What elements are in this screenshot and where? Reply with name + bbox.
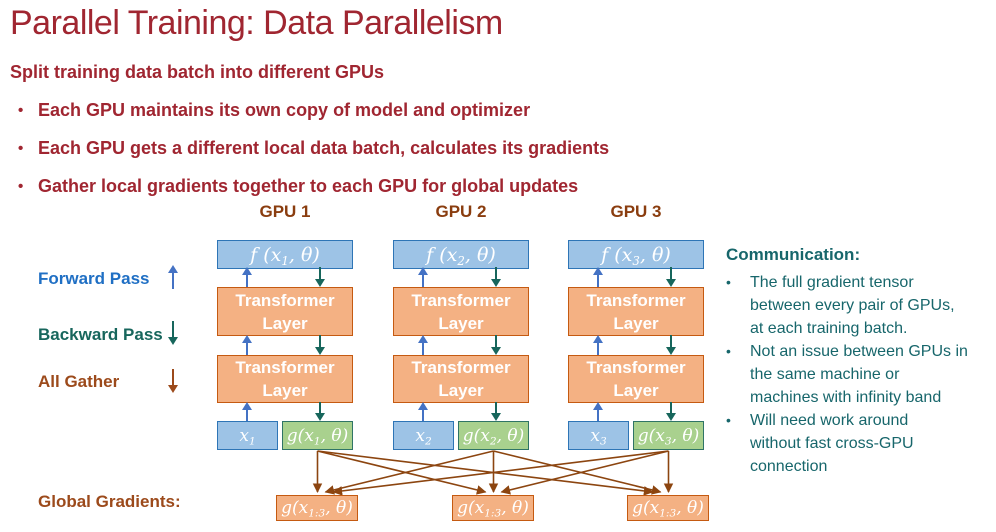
legend-forward-pass: Forward Pass (38, 269, 150, 288)
gpu-label: GPU 2 (435, 202, 487, 221)
down-arrow-icon (666, 335, 676, 355)
bullet-item: • Each GPU gets a different local data ba… (18, 138, 609, 159)
bullet-item: • Gather local gradients together to each… (18, 176, 578, 197)
down-arrow-icon (168, 321, 178, 345)
communication-bullet: • The full gradient tensor between every… (726, 271, 988, 340)
bullet-marker: • (18, 178, 24, 195)
up-arrow-icon (593, 402, 603, 421)
down-arrow-icon (666, 267, 676, 287)
input-batch-box: x2 (393, 421, 454, 450)
down-arrow-icon (491, 267, 501, 287)
gpu-label: GPU 3 (610, 202, 662, 221)
up-arrow-icon (593, 335, 603, 355)
bullet-marker: • (726, 412, 731, 428)
input-batch-box: x1 (217, 421, 278, 450)
global-gradient-box: g(x1:3, θ) (276, 495, 358, 521)
up-arrow-icon (168, 265, 178, 289)
page-title: Parallel Training: Data Parallelism (10, 4, 503, 42)
all-gather-arrows (312, 450, 674, 496)
bullet-marker: • (18, 102, 24, 119)
up-arrow-icon (418, 402, 428, 421)
up-arrow-icon (242, 402, 252, 421)
bullet-marker: • (726, 343, 731, 359)
communication-text: The full gradient tensor between every p… (750, 274, 955, 337)
communication-text: Not an issue between GPUs in the same ma… (750, 343, 968, 406)
global-gradient-box: g(x1:3, θ) (627, 495, 709, 521)
local-gradient-box: g(x2, θ) (458, 421, 529, 450)
up-arrow-icon (593, 267, 603, 287)
transformer-layer-box: Transformer Layer (393, 287, 529, 336)
down-arrow-icon (168, 369, 178, 393)
down-arrow-icon (666, 402, 676, 421)
down-arrow-icon (491, 335, 501, 355)
down-arrow-icon (491, 402, 501, 421)
up-arrow-icon (242, 335, 252, 355)
forward-output-box: f (x3, θ) (568, 240, 704, 269)
up-arrow-icon (242, 267, 252, 287)
bullet-text: Gather local gradients together to each … (38, 176, 579, 196)
bullet-marker: • (18, 140, 24, 157)
down-arrow-icon (315, 335, 325, 355)
bullet-item: • Each GPU maintains its own copy of mode… (18, 100, 530, 121)
communication-bullet: • Not an issue between GPUs in the same … (726, 340, 988, 409)
forward-output-box: f (x2, θ) (393, 240, 529, 269)
gpu-column-2: GPU 2 f (x2, θ) Transformer Layer Transf… (393, 0, 529, 532)
bullet-text: Each GPU gets a different local data bat… (38, 138, 610, 158)
transformer-layer-box: Transformer Layer (393, 355, 529, 403)
communication-text: Will need work around without fast cross… (750, 412, 914, 475)
global-gradient-box: g(x1:3, θ) (452, 495, 534, 521)
transformer-layer-box: Transformer Layer (568, 287, 704, 336)
communication-title: Communication: (726, 245, 861, 264)
transformer-layer-box: Transformer Layer (217, 287, 353, 336)
down-arrow-icon (315, 267, 325, 287)
gpu-column-3: GPU 3 f (x3, θ) Transformer Layer Transf… (568, 0, 704, 532)
transformer-layer-box: Transformer Layer (217, 355, 353, 403)
up-arrow-icon (418, 267, 428, 287)
subtitle: Split training data batch into different… (10, 62, 385, 82)
up-arrow-icon (418, 335, 428, 355)
global-gradients-label: Global Gradients: (38, 492, 181, 511)
local-gradient-box: g(x1, θ) (282, 421, 353, 450)
communication-bullet: • Will need work around without fast cro… (726, 409, 988, 478)
bullet-text: Each GPU maintains its own copy of model… (38, 100, 531, 120)
input-batch-box: x3 (568, 421, 629, 450)
communication-panel: Communication: • The full gradient tenso… (726, 245, 988, 478)
transformer-layer-box: Transformer Layer (568, 355, 704, 403)
local-gradient-box: g(x3, θ) (633, 421, 704, 450)
down-arrow-icon (315, 402, 325, 421)
legend-backward-pass: Backward Pass (38, 325, 163, 344)
gpu-column-1: GPU 1 f (x1, θ) Transformer Layer Transf… (217, 0, 353, 532)
forward-output-box: f (x1, θ) (217, 240, 353, 269)
bullet-marker: • (726, 274, 731, 290)
gpu-label: GPU 1 (259, 202, 311, 221)
legend-all-gather: All Gather (38, 372, 120, 391)
